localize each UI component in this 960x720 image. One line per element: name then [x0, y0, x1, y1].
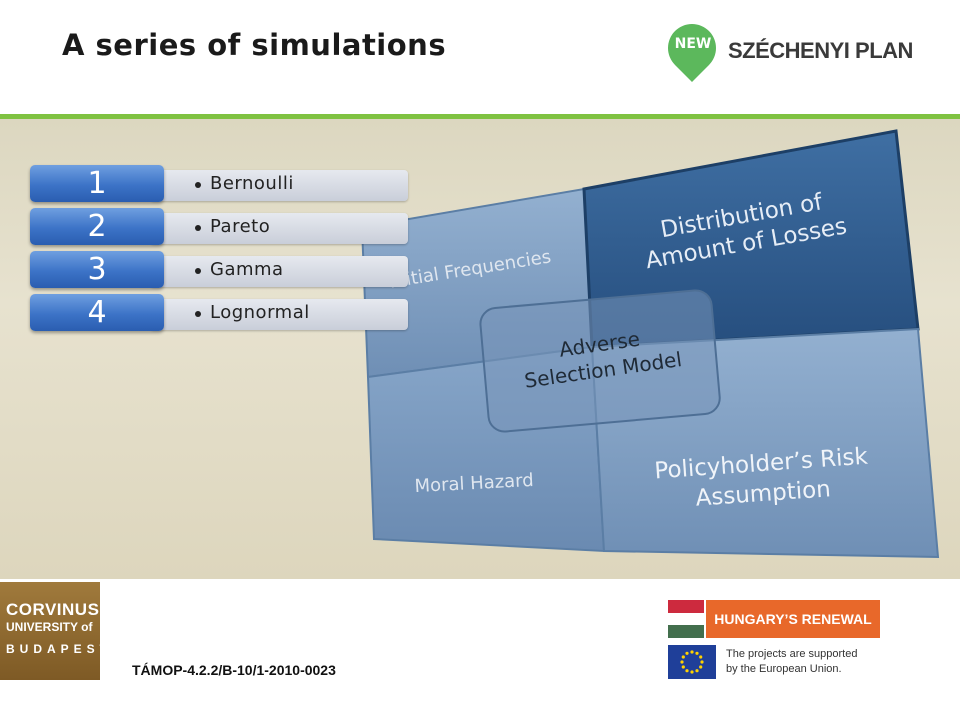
- bullet-icon: [195, 182, 201, 188]
- eu-text-line1: The projects are supported: [726, 648, 858, 660]
- corvinus-line1: CORVINUS: [6, 600, 100, 619]
- eu-flag-icon: [668, 645, 716, 679]
- bullet-icon: [195, 311, 201, 317]
- hungary-renewal-logo: HUNGARY’S RENEWAL: [668, 600, 880, 638]
- hungarian-flag-icon: [668, 600, 704, 638]
- eu-text-line2: by the European Union.: [726, 663, 842, 675]
- list-item-bar: [150, 299, 408, 330]
- matrix-diagram: Initial Frequencies Distribution of Amou…: [360, 129, 940, 559]
- matrix-center-box: [479, 289, 721, 433]
- bullet-icon: [195, 268, 201, 274]
- renewal-label: HUNGARY’S RENEWAL: [706, 600, 880, 638]
- list-item-label: Pareto: [210, 216, 271, 237]
- list-item-label: Gamma: [210, 259, 284, 280]
- list-item-number: 4: [30, 294, 164, 331]
- content-banner: Initial Frequencies Distribution of Amou…: [0, 119, 960, 579]
- corvinus-logo: CORVINUS UNIVERSITY of BUDAPEST: [0, 582, 107, 680]
- list-item-number: 3: [30, 251, 164, 288]
- eu-support-text: The projects are supported by the Europe…: [726, 647, 857, 677]
- list-item-label: Lognormal: [210, 302, 310, 323]
- project-code: TÁMOP-4.2.2/B-10/1-2010-0023: [132, 662, 336, 678]
- eu-support-logo: The projects are supported by the Europe…: [668, 645, 918, 681]
- header-divider: [0, 114, 960, 119]
- szechenyi-plan-logo: NEW SZÉCHENYI PLAN: [658, 14, 922, 100]
- corvinus-line3: BUDAPEST: [6, 642, 113, 656]
- simulation-list: Bernoulli 1 Pareto 2 Gamma 3 Lognormal 4: [0, 119, 960, 579]
- corvinus-line2: UNIVERSITY of: [6, 620, 93, 634]
- list-item-bar: [150, 170, 408, 201]
- page-title: A series of simulations: [62, 28, 447, 62]
- list-item-bar: [150, 256, 408, 287]
- list-item-number: 1: [30, 165, 164, 202]
- list-item-bar: [150, 213, 408, 244]
- logo-pin-text: NEW: [674, 36, 712, 52]
- list-item-number: 2: [30, 208, 164, 245]
- list-item-label: Bernoulli: [210, 173, 294, 194]
- bullet-icon: [195, 225, 201, 231]
- logo-brand-text: SZÉCHENYI PLAN: [728, 38, 913, 63]
